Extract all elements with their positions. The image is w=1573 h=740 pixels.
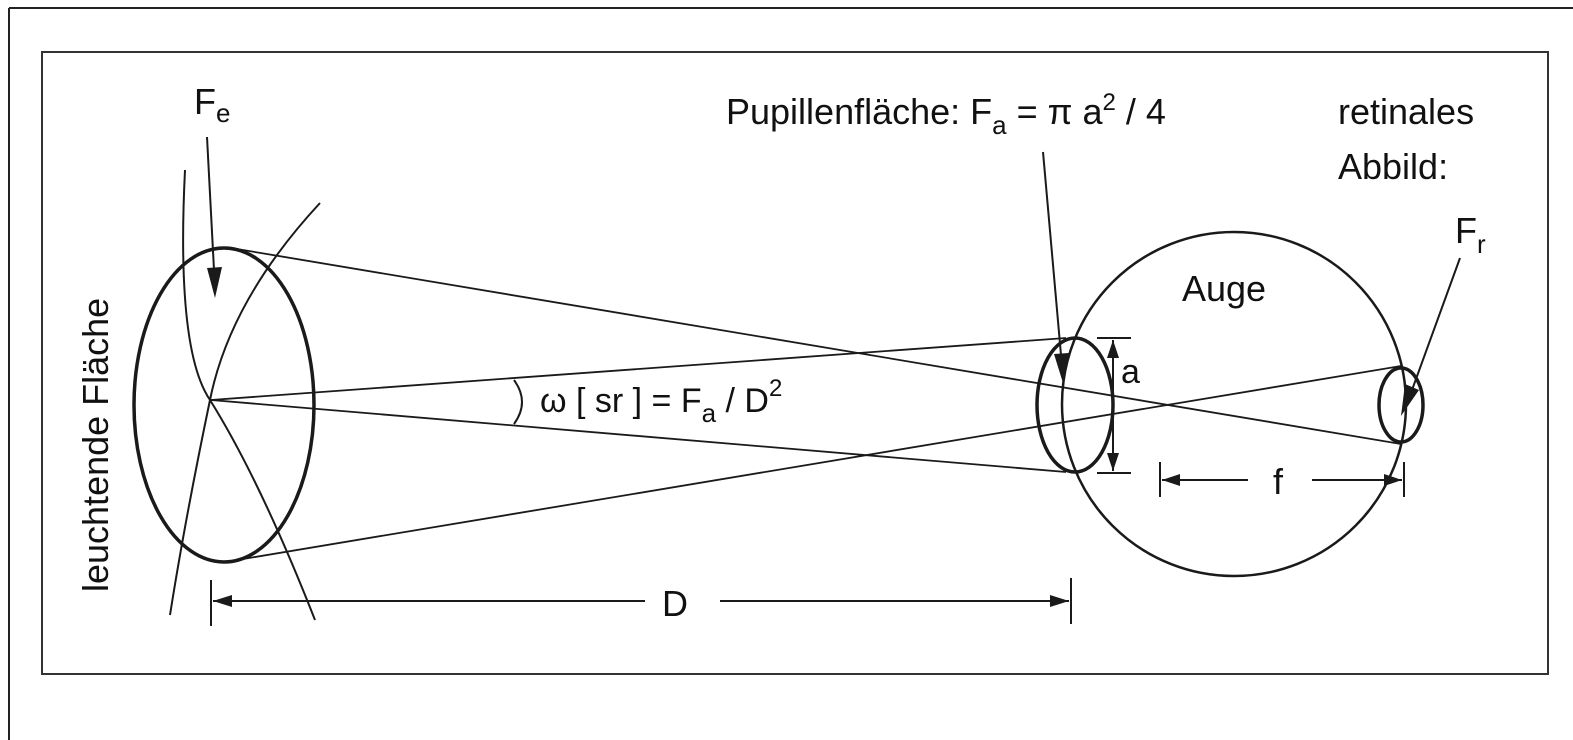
fe-label: Fe [194, 81, 230, 128]
dim-d-arrow-right [1050, 595, 1069, 607]
luminous-surface-ellipse [132, 246, 316, 564]
cone-line-lower [210, 399, 1067, 473]
pupil-ellipse [1035, 336, 1115, 474]
solid-angle-formula: ω [ sr ] = Fa / D2 [540, 375, 782, 428]
pupil-diameter-label: a [1121, 353, 1140, 391]
focal-length-label: f [1273, 461, 1284, 502]
dim-a-arrow-bottom [1107, 453, 1119, 471]
dim-d-arrow-left [213, 595, 232, 607]
surface-arc-2 [169, 202, 321, 616]
ray-bottom-to-retina [230, 365, 1402, 562]
fr-pointer-line [1411, 257, 1461, 391]
fa-pointer-line [1042, 151, 1062, 356]
distance-label: D [662, 583, 688, 624]
retinal-image-label-line1: retinales [1338, 91, 1474, 132]
surface-arc-1 [182, 169, 316, 621]
omega-angle-brace [513, 379, 523, 425]
dim-f-arrow-right [1384, 474, 1402, 486]
fe-pointer-line [206, 136, 215, 271]
fe-pointer-arrowhead [207, 267, 222, 298]
fr-label: Fr [1455, 210, 1486, 259]
eye-label: Auge [1182, 268, 1266, 309]
cone-line-upper [210, 337, 1067, 401]
dim-a-arrow-top [1107, 340, 1119, 358]
fa-pointer-arrowhead [1054, 353, 1069, 383]
dim-f-arrow-left [1162, 474, 1180, 486]
ray-top-to-retina [230, 247, 1402, 445]
retinal-image-ellipse [1377, 366, 1425, 444]
luminous-surface-label: leuchtende Fläche [75, 298, 116, 592]
pupil-area-label: Pupillenfläche: Fa = π a2 / 4 [726, 89, 1166, 140]
figure-frame [41, 51, 1549, 675]
fr-pointer-arrowhead [1401, 384, 1419, 416]
retinal-image-label-line2: Abbild: [1338, 146, 1448, 187]
